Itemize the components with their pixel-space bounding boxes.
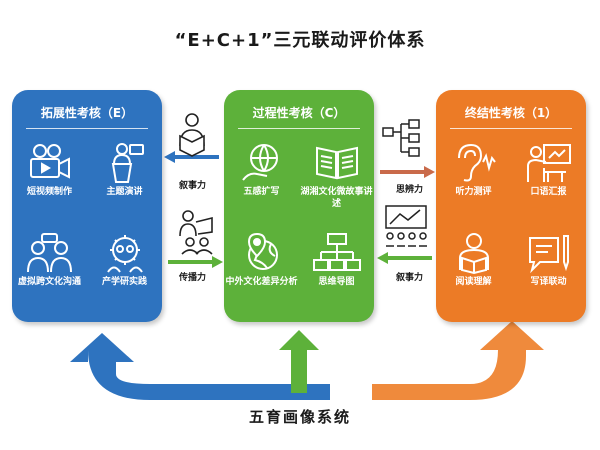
connector-label-right-bottom: 叙事力 [396,273,424,283]
open-book-icon [315,146,358,180]
card-item: 五感扩写 [224,142,299,198]
gear-people-icon [106,235,143,273]
item-label: 阅读理解 [455,277,492,287]
connector-arrow-right-bottom [377,252,432,264]
card-divider [238,128,360,129]
flowchart-icon [382,119,420,157]
speaker-podium-icon [111,143,144,183]
item-label: 短视频制作 [26,187,72,197]
mind-map-icon [312,233,361,271]
bottom-system-label: 五育画像系统 [248,408,351,426]
connector-arrow-right-top [380,166,435,178]
card-item: 主题演讲 [87,142,162,198]
item-label: 写译联动 [530,277,567,287]
globe-pin-icon [247,232,278,270]
item-label: 听力测评 [455,187,492,197]
presenter-board-icon [526,144,571,182]
card-item: 听力测评 [436,142,511,198]
reader-icon [179,113,205,157]
blue-curved-arrow [70,333,330,400]
card-summative-assessment: 终结性考核（1） 听力测评 口语汇报 阅读理解 [436,90,586,322]
connector-arrow-left-top [164,151,219,163]
green-up-arrow [279,330,319,393]
card-item: 短视频制作 [12,142,87,198]
card-divider [26,128,148,129]
card-item: 中外文化差异分析 [224,232,299,288]
card-item: 产学研实践 [87,232,162,288]
orange-curved-arrow [372,321,544,400]
item-label: 湖湘文化微故事讲述 [300,187,373,209]
item-label: 虚拟跨文化沟通 [17,277,81,287]
card-item: 湖湘文化微故事讲述 [299,142,374,210]
diagram-title: “E+C+1”三元联动评价体系 [174,30,426,51]
card-title: 终结性考核（1） [464,106,558,120]
audience-chart-icon [385,205,427,247]
card-title: 拓展性考核（E） [40,106,134,120]
item-label: 产学研实践 [101,277,147,287]
connector-label-right-top: 思辨力 [396,185,424,195]
item-label: 中外文化差异分析 [225,277,298,287]
presenter-icon [179,210,213,255]
connector-arrow-left-bottom [168,256,223,268]
card-item: 写译联动 [511,232,586,288]
globe-hand-icon [241,144,278,181]
card-item: 阅读理解 [436,232,511,288]
item-label: 主题演讲 [106,187,143,197]
card-title: 过程性考核（C） [252,106,346,120]
card-extended-assessment: 拓展性考核（E） 短视频制作 主题演讲 虚拟跨文化沟通 [12,90,162,322]
card-item: 虚拟跨文化沟通 [12,232,87,288]
connector-label-left-top: 叙事力 [179,181,207,191]
reader-book-icon [458,233,489,274]
ear-sound-icon [457,143,496,182]
item-label: 五感扩写 [243,187,280,197]
card-process-assessment: 过程性考核（C） 五感扩写 湖湘文化微故事讲述 中外文化差异分析 [224,90,374,322]
card-item: 口语汇报 [511,142,586,198]
video-camera-icon [29,144,70,179]
card-item: 思维导图 [299,232,374,288]
item-label: 口语汇报 [530,187,567,197]
connector-label-left-bottom: 传播力 [179,273,207,283]
people-chat-icon [26,233,72,273]
pen-document-icon [528,235,569,274]
card-divider [450,128,572,129]
item-label: 思维导图 [318,277,355,287]
